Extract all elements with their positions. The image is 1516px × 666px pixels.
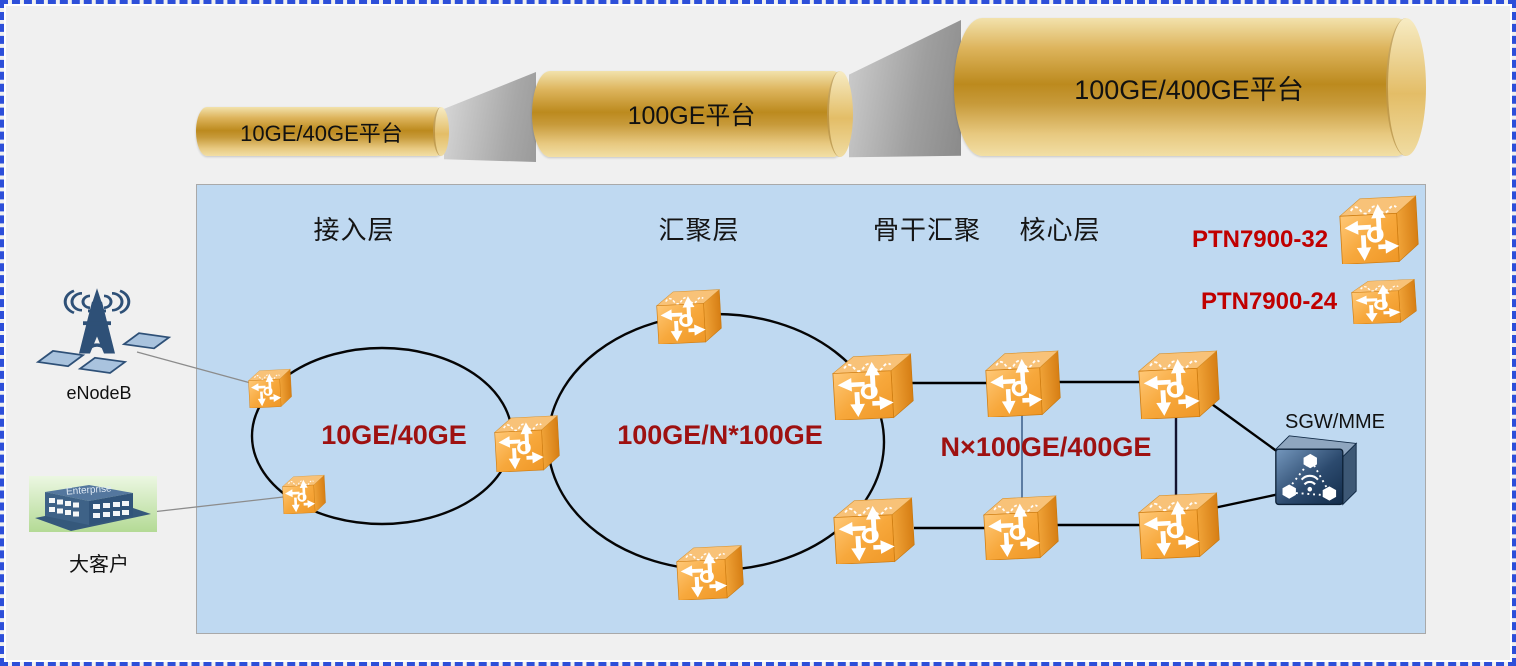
enterprise-sign-text: Enterprise bbox=[66, 483, 113, 497]
product-icon-ptn7900-32 bbox=[1339, 194, 1419, 264]
router-backbone1-bottom bbox=[833, 496, 915, 564]
platform-label-100ge: 100GE平台 bbox=[627, 102, 756, 130]
ptn-router-3d-icon bbox=[1138, 349, 1220, 419]
sgw-mme-node-icon bbox=[1272, 432, 1360, 514]
cylinder-cap bbox=[827, 71, 853, 157]
enterprise-label: 大客户 bbox=[69, 554, 129, 576]
platform-label-10ge-40ge: 10GE/40GE平台 bbox=[240, 120, 403, 146]
enodeb-tower-icon bbox=[22, 284, 172, 384]
router-backbone1-top bbox=[832, 352, 914, 420]
router-backbone2-bottom bbox=[983, 494, 1059, 560]
router-access-1 bbox=[248, 368, 292, 408]
platform-connector-wedge-2 bbox=[849, 20, 961, 158]
enterprise-building-icon: Enterprise bbox=[29, 476, 157, 532]
ptn-router-3d-icon bbox=[1339, 194, 1419, 264]
router-agg-bottom bbox=[676, 544, 744, 600]
product-label-ptn7900-32: PTN7900-32 bbox=[1191, 226, 1329, 253]
cylinder-cap bbox=[1386, 18, 1426, 156]
platform-cylinder-100ge: 100GE平台 bbox=[532, 71, 853, 157]
platform-cylinder-100ge-400ge: 100GE/400GE平台 bbox=[954, 18, 1426, 156]
enterprise-building-icon: Enterprise bbox=[29, 476, 157, 532]
ptn-router-3d-icon bbox=[676, 544, 744, 600]
cylinder-cap bbox=[433, 107, 449, 156]
product-label-ptn7900-24: PTN7900-24 bbox=[1200, 288, 1338, 315]
enodeb-tower-icon bbox=[22, 284, 172, 384]
router-access-agg-junction bbox=[494, 414, 560, 472]
router-access-2 bbox=[282, 474, 326, 514]
access-ring-label: 10GE/40GE bbox=[321, 420, 467, 450]
layer-header-core: 核心层 bbox=[1019, 215, 1101, 245]
aggregation-ring-label: 100GE/N*100GE bbox=[617, 420, 823, 450]
platform-label-100ge-400ge: 100GE/400GE平台 bbox=[1074, 74, 1304, 105]
ptn-router-3d-icon bbox=[983, 494, 1059, 560]
ptn-router-3d-icon bbox=[656, 288, 722, 344]
ptn-router-3d-icon bbox=[985, 349, 1061, 417]
ptn-router-3d-icon bbox=[282, 474, 326, 514]
router-agg-top bbox=[656, 288, 722, 344]
router-backbone2-top bbox=[985, 349, 1061, 417]
enodeb-label: eNodeB bbox=[66, 383, 132, 403]
ptn-router-3d-icon bbox=[1351, 278, 1417, 324]
sgw-mme-node-icon bbox=[1272, 432, 1360, 514]
ptn-router-3d-icon bbox=[832, 352, 914, 420]
platform-connector-wedge-1 bbox=[444, 72, 536, 162]
ptn-router-3d-icon bbox=[1138, 491, 1220, 559]
platform-cylinder-10ge-40ge: 10GE/40GE平台 bbox=[196, 107, 449, 156]
router-core-top bbox=[1138, 349, 1220, 419]
layer-header-backbone: 骨干汇聚 bbox=[872, 215, 982, 245]
product-icon-ptn7900-24 bbox=[1351, 278, 1417, 324]
ptn-router-3d-icon bbox=[833, 496, 915, 564]
ptn-router-3d-icon bbox=[248, 368, 292, 408]
layer-header-access: 接入层 bbox=[313, 215, 395, 245]
layer-header-aggregation: 汇聚层 bbox=[658, 215, 740, 245]
backbone-link-label: N×100GE/400GE bbox=[940, 432, 1152, 462]
sgw-mme-label: SGW/MME bbox=[1285, 411, 1385, 433]
ptn-router-3d-icon bbox=[494, 414, 560, 472]
router-core-bottom bbox=[1138, 491, 1220, 559]
